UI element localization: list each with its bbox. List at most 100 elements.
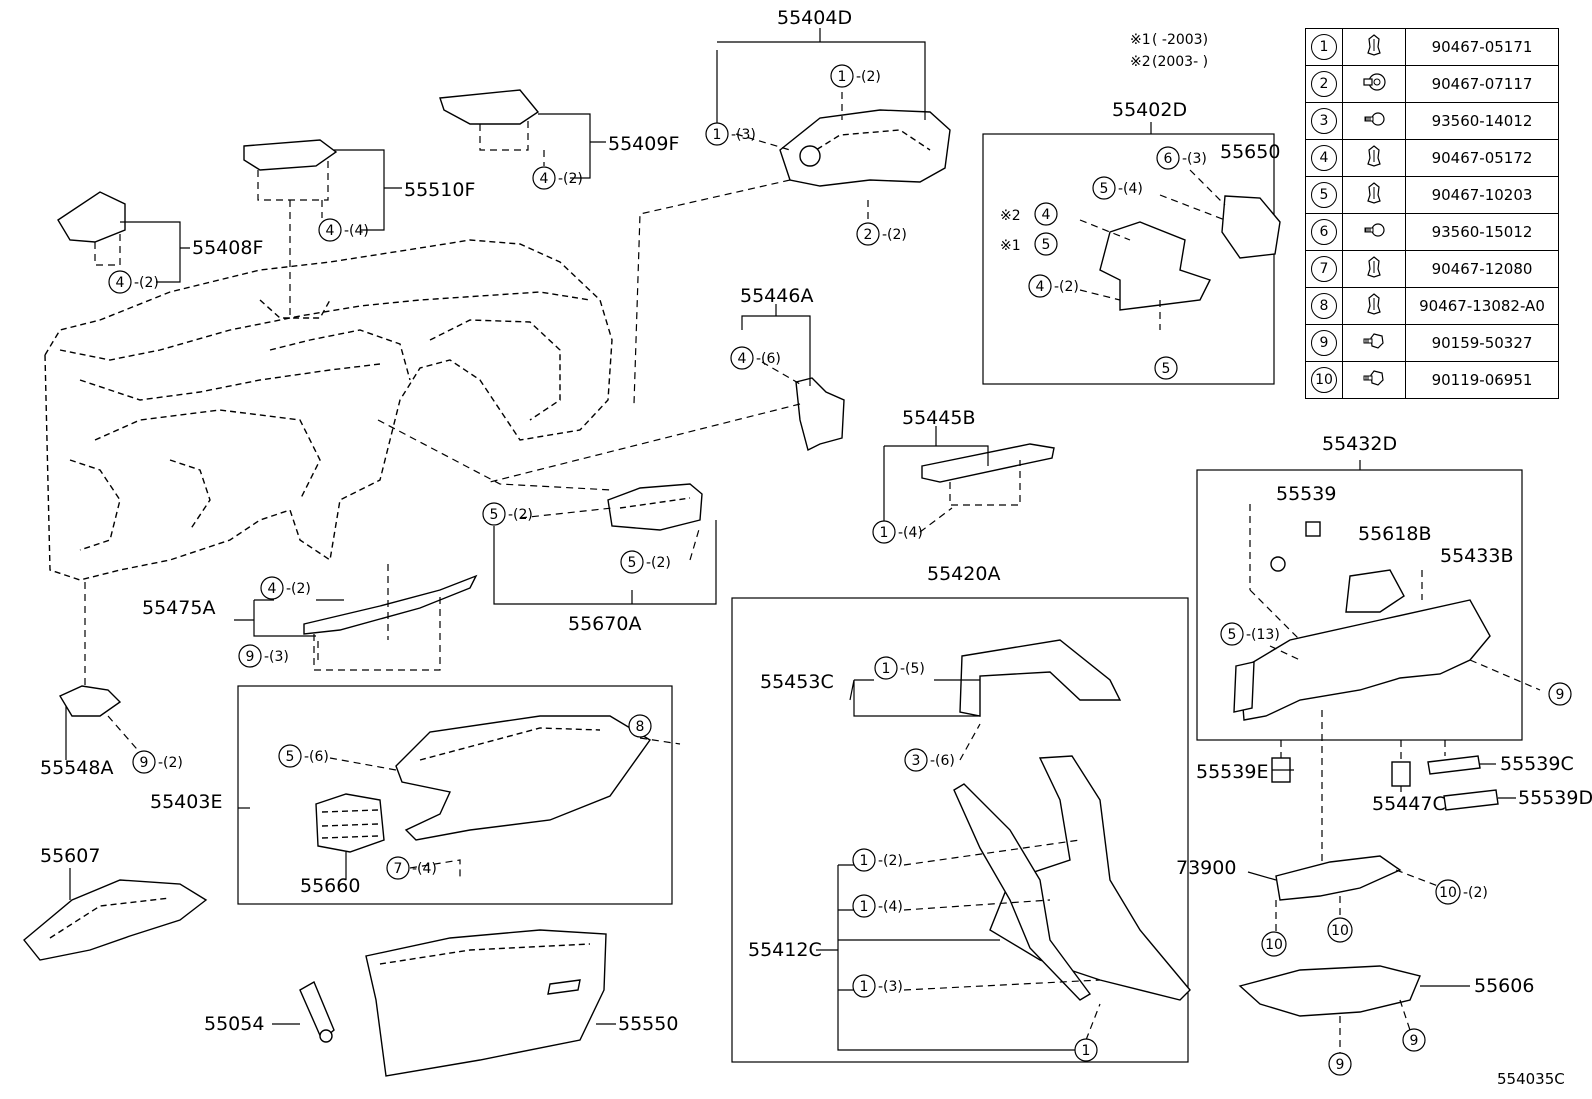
svg-text:-(2): -(2): [1054, 279, 1079, 295]
cluster-panel-55404d-drawing: [779, 109, 951, 187]
callout: 5-(2): [620, 550, 671, 574]
svg-text:5: 5: [490, 507, 499, 523]
callout: 10: [1327, 917, 1353, 943]
callout: 4-(6): [730, 346, 781, 370]
svg-text:5: 5: [1228, 627, 1237, 643]
fastener-number: 1: [1311, 34, 1337, 60]
reinforcement-55606-drawing: [1238, 965, 1421, 1017]
label-55670a: 55670A: [568, 613, 641, 635]
svg-text:5: 5: [1162, 361, 1171, 377]
diagram-code: 554035C: [1497, 1070, 1565, 1088]
svg-text:-(5): -(5): [900, 661, 925, 677]
callouts: 1-(2) 1-(3) 2-(2) 4-(2) 4-(4) 4-(2) 6-(3…: [108, 64, 1572, 1076]
label-55539d: 55539D: [1518, 787, 1592, 809]
label-55412c: 55412C: [748, 939, 822, 961]
clip-icon: [1365, 182, 1383, 209]
callout: 1 -(4): [872, 520, 923, 544]
fastener-number: 4: [1311, 145, 1337, 171]
callout: 1-(2): [852, 848, 903, 872]
svg-text:※2: ※2: [1000, 208, 1021, 224]
svg-text:8: 8: [636, 719, 645, 735]
svg-text:1: 1: [838, 69, 847, 85]
svg-text:-(4): -(4): [878, 899, 903, 915]
fastener-number: 8: [1311, 293, 1337, 319]
switch-55539c-drawing: [1427, 755, 1481, 775]
part-labels: 55404D 55402D 55650 55409F 55510F 55408F…: [40, 7, 1592, 1035]
screw-icon: [1362, 223, 1386, 246]
label-55548a: 55548A: [40, 757, 113, 779]
bracket-55548a-drawing: [58, 685, 122, 717]
svg-text:-(3): -(3): [731, 127, 756, 143]
group-box-55403e: [237, 685, 673, 905]
svg-text:4: 4: [1042, 207, 1051, 223]
label-55447c: 55447C: [1372, 793, 1446, 815]
svg-text:-(6): -(6): [304, 749, 329, 765]
callout: 9 -(2): [132, 750, 183, 774]
trim-55412c-inner-drawing: [953, 783, 1092, 1001]
fastener-number: 9: [1311, 330, 1337, 356]
svg-text:-(2): -(2): [158, 755, 183, 771]
svg-text:-(2): -(2): [646, 555, 671, 571]
fastener-row: 10 90119-06951: [1305, 361, 1559, 399]
callout: 1: [1074, 1038, 1098, 1062]
svg-text:1: 1: [860, 853, 869, 869]
fastener-number: 7: [1311, 256, 1337, 282]
svg-text:9: 9: [1410, 1033, 1419, 1049]
fastener-row: 4 90467-05172: [1305, 139, 1559, 177]
callout: 1 -(3): [705, 122, 756, 146]
note2-mark: ※2: [1130, 54, 1151, 70]
screw-icon: [1362, 112, 1386, 135]
svg-text:-(4): -(4): [898, 525, 923, 541]
label-55550: 55550: [618, 1013, 678, 1035]
note2-range: (2003- ): [1152, 54, 1208, 70]
callout: 6-(3): [1156, 146, 1207, 170]
lower-panel-55432d-drawing: [1239, 599, 1491, 721]
fastener-part-number: 90467-05172: [1405, 139, 1559, 177]
callout: 2-(2): [856, 222, 907, 246]
svg-text:1: 1: [713, 127, 722, 143]
fastener-row: 7 90467-12080: [1305, 250, 1559, 288]
callout: 5 -(2): [482, 502, 533, 526]
callout: 9-(3): [238, 644, 289, 668]
switch-55447c-drawing: [1391, 761, 1411, 787]
label-55446a: 55446A: [740, 285, 813, 307]
callout: 4: [1034, 202, 1058, 226]
fastener-number: 5: [1311, 182, 1337, 208]
svg-text:5: 5: [286, 749, 295, 765]
callout: 9: [1548, 682, 1572, 706]
callout: 4-(2): [108, 270, 159, 294]
bolt-icon: [1362, 370, 1386, 394]
callout: 1-(4): [852, 894, 903, 918]
callout: 4-(2): [532, 166, 583, 190]
fastener-part-number: 90467-10203: [1405, 176, 1559, 214]
callout: 10: [1261, 931, 1287, 957]
label-55539e: 55539E: [1196, 761, 1268, 783]
label-55420a: 55420A: [927, 563, 1000, 585]
svg-text:4: 4: [1036, 279, 1045, 295]
svg-text:-(3): -(3): [1182, 151, 1207, 167]
fastener-part-number: 90119-06951: [1405, 361, 1559, 399]
svg-text:4: 4: [326, 223, 335, 239]
callout: 5: [1034, 232, 1058, 256]
fastener-number: 10: [1311, 367, 1337, 393]
fastener-part-number: 93560-15012: [1405, 213, 1559, 251]
vent-55660-drawing: [315, 793, 385, 853]
label-55432d: 55432D: [1322, 433, 1397, 455]
lower-panel-55403e-drawing: [395, 715, 652, 841]
svg-text:10: 10: [1331, 923, 1349, 939]
svg-text:-(4): -(4): [344, 223, 369, 239]
label-73900: 73900: [1176, 857, 1236, 879]
svg-text:1: 1: [1082, 1043, 1091, 1059]
svg-text:9: 9: [140, 755, 149, 771]
svg-text:-(4): -(4): [1118, 181, 1143, 197]
fastener-part-number: 90467-12080: [1405, 250, 1559, 288]
fastener-row: 5 90467-10203: [1305, 176, 1559, 214]
svg-text:1: 1: [880, 525, 889, 541]
svg-text:-(2): -(2): [508, 507, 533, 523]
svg-text:5: 5: [1042, 237, 1051, 253]
callout: 10-(2): [1435, 879, 1488, 905]
